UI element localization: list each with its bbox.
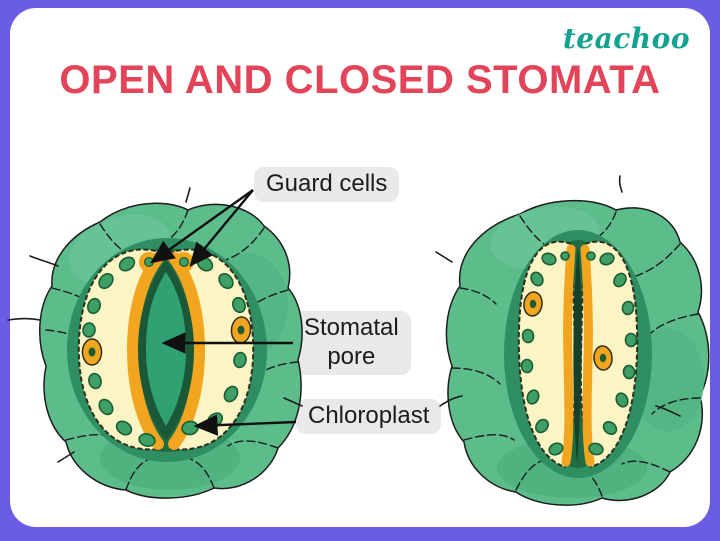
label-chloroplast: Chloroplast	[296, 399, 442, 434]
closed-stoma-figure	[435, 175, 710, 506]
guard-cells-arrow-right	[189, 189, 254, 267]
chloroplast-arrow	[193, 414, 297, 436]
open-inner-wall-left	[126, 252, 164, 450]
label-guard-cells: Guard cells	[254, 167, 400, 202]
label-stomatal-pore-line2: pore	[327, 342, 376, 370]
open-boundary-ticks	[7, 187, 303, 463]
leader-arrows	[150, 189, 297, 436]
brand-logo: teachoo	[562, 22, 690, 55]
closed-pore-slit	[573, 247, 582, 464]
closed-inner-wall-left	[561, 244, 576, 467]
label-stomatal-pore: Stomatal pore	[292, 311, 411, 375]
guard-cells-arrow-left	[150, 189, 254, 264]
closed-boundary-ticks	[435, 175, 681, 417]
closed-inner-wall-right	[580, 244, 595, 467]
label-stomatal-pore-line1: Stomatal	[304, 314, 399, 341]
page-title: OPEN AND CLOSED STOMATA	[59, 58, 661, 102]
closed-guard-cell-nuclei	[523, 291, 613, 371]
closed-chloroplasts	[520, 251, 638, 456]
